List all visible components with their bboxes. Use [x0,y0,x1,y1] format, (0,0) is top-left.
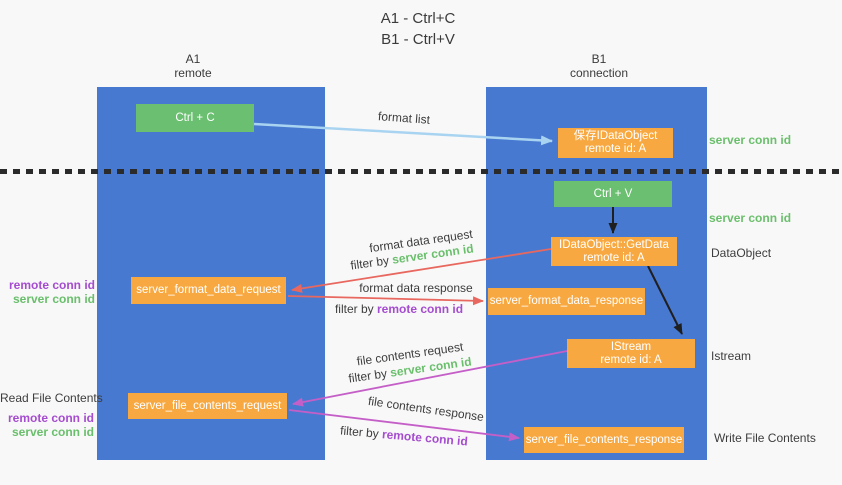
remote-conn-id-text: remote conn id [377,302,464,316]
title-line-2: B1 - Ctrl+V [381,31,455,48]
side-label-istream: Istream [711,349,752,363]
node-ctrl-c-label: Ctrl + C [175,111,215,124]
title-line-1: A1 - Ctrl+C [380,10,456,27]
filter-by-text: filter by [339,423,380,441]
right-column-header: B1 connection [544,52,654,80]
node-server-file-contents-response: server_file_contents_response [524,427,684,453]
node-ctrl-v: Ctrl + V [554,181,672,207]
server-conn-id-text: server conn id [11,425,94,439]
node-idataobject-getdata: IDataObject::GetData remote id: A [551,237,677,266]
dotted-separator-line [0,169,842,174]
side-label-dataobject: DataObject [711,246,772,260]
node-istream-line2: remote id: A [600,353,662,366]
server-conn-id-text: server conn id [12,292,95,306]
filter-by-text: filter by [349,253,390,273]
node-istream: IStream remote id: A [567,339,695,368]
node-server-format-data-request-label: server_format_data_request [136,284,281,296]
filter-by-text: filter by [347,366,388,386]
node-ctrl-v-label: Ctrl + V [593,187,633,200]
node-idataobject-getdata-line2: remote id: A [583,251,645,264]
left-column-name: A1 [185,52,201,66]
side-label-conn-ids-format: remote conn id server conn id [0,278,95,306]
left-column-role: remote [174,66,212,80]
node-save-idataobject-line2: remote id: A [584,143,647,155]
remote-conn-id-text: remote conn id [381,427,469,449]
node-server-format-data-response-label: server_format_data_response [489,295,644,307]
diagram-title: A1 - Ctrl+C B1 - Ctrl+V [318,8,518,50]
node-server-file-contents-request-label: server_file_contents_request [133,399,282,412]
right-column-name: B1 [591,52,607,66]
node-idataobject-getdata-line1: IDataObject::GetData [559,238,669,251]
node-server-format-data-request: server_format_data_request [131,277,286,304]
node-save-idataobject-line1: 保存IDataObject [573,130,658,142]
remote-conn-id-text: remote conn id [8,278,95,292]
filter-by-text: filter by [334,302,374,316]
left-column-header: A1 remote [138,52,248,80]
flow-label-format-list: format list [377,109,431,127]
side-label-server-conn-id-mid: server conn id [709,211,792,225]
node-istream-line1: IStream [610,340,652,353]
flow-label-filter-format-response: filter by remote conn id [335,302,463,316]
flow-label-format-data-response: format data response [359,281,473,295]
right-column-role: connection [569,66,629,80]
side-label-conn-ids-file: remote conn id server conn id [0,411,94,439]
flow-label-file-contents-response: file contents response [367,393,485,425]
side-label-write-file-contents: Write File Contents [714,431,816,445]
side-label-server-conn-id-top: server conn id [709,133,792,147]
node-server-format-data-response: server_format_data_response [488,288,645,315]
node-server-file-contents-request: server_file_contents_request [128,393,287,419]
node-ctrl-c: Ctrl + C [136,104,254,132]
node-server-file-contents-response-label: server_file_contents_response [525,433,683,446]
remote-conn-id-text: remote conn id [7,411,94,425]
side-label-read-file-contents: Read File Contents [0,391,103,405]
node-save-idataobject: 保存IDataObject remote id: A [558,128,673,158]
flow-label-filter-file-response: filter by remote conn id [340,423,469,448]
